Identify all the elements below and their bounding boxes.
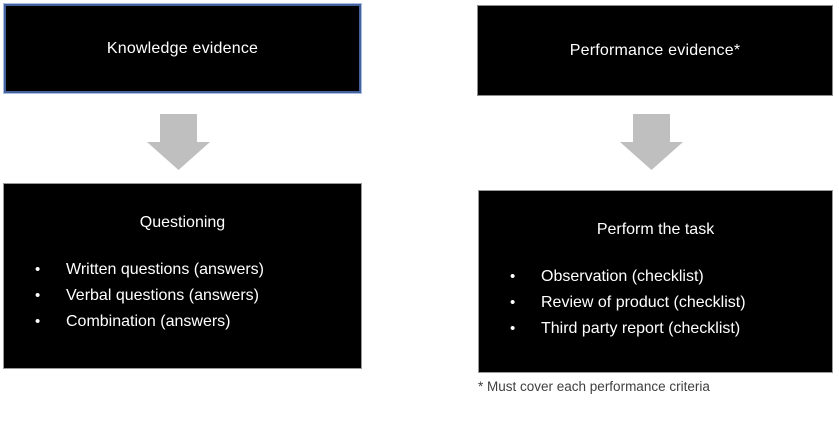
knowledge-evidence-header-label: Knowledge evidence (106, 39, 259, 57)
questioning-bullet-list: Written questions (answers) Verbal quest… (4, 257, 361, 335)
list-item: Review of product (checklist) (479, 290, 832, 316)
list-item: Observation (checklist) (479, 264, 832, 290)
perform-the-task-bullet-list: Observation (checklist) Review of produc… (479, 264, 832, 342)
performance-footnote: * Must cover each performance criteria (478, 379, 710, 394)
questioning-box: Questioning Written questions (answers) … (3, 183, 362, 369)
list-item: Verbal questions (answers) (4, 283, 361, 309)
performance-evidence-header-box: Performance evidence* (477, 5, 833, 96)
perform-the-task-box: Perform the task Observation (checklist)… (478, 190, 833, 373)
list-item: Combination (answers) (4, 309, 361, 335)
down-arrow-icon (620, 114, 683, 170)
knowledge-evidence-header-box: Knowledge evidence (4, 4, 361, 93)
perform-the-task-title: Perform the task (596, 221, 715, 238)
questioning-title: Questioning (139, 214, 226, 231)
list-item: Written questions (answers) (4, 257, 361, 283)
down-arrow-icon (147, 114, 210, 170)
list-item: Third party report (checklist) (479, 316, 832, 342)
performance-evidence-header-label: Performance evidence* (569, 41, 741, 59)
